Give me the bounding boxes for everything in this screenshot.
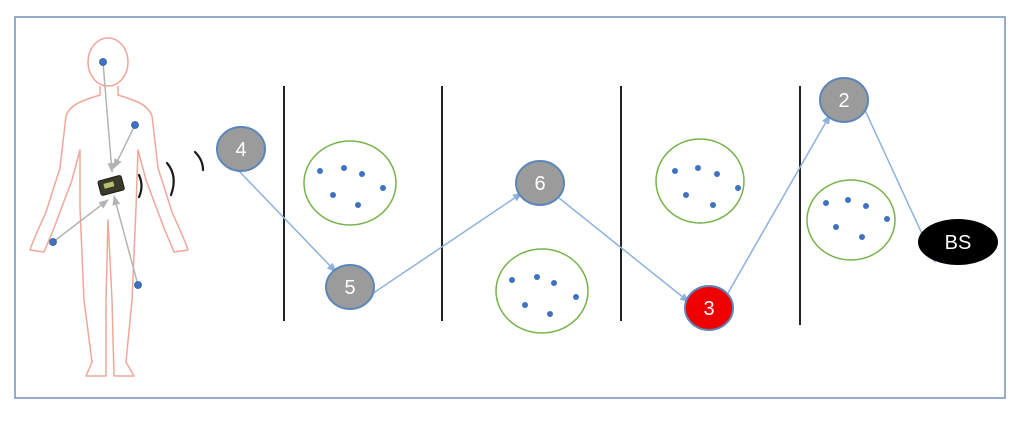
route-node-3-circle [684, 285, 734, 331]
route-node-6-label: 6 [534, 173, 545, 195]
body-link-head [102, 61, 116, 173]
route-node-2-circle [819, 77, 869, 123]
body-sensor-head [99, 58, 107, 66]
body-link-hand [52, 199, 109, 243]
base-station-label: BS [945, 232, 972, 254]
route-node-3: 3 [684, 285, 734, 331]
route-node-4-circle [216, 126, 266, 172]
wireless-signal-icon [137, 150, 205, 199]
routing-path [237, 107, 936, 303]
diagram-frame [14, 16, 1006, 399]
body-sensor-shoulder [131, 121, 139, 129]
route-node-3-label: 3 [703, 298, 714, 320]
sensor-cluster-4 [806, 179, 896, 261]
body-sensor-leg [134, 281, 142, 289]
sensor-cluster-2 [495, 248, 589, 334]
body-link-leg [112, 195, 139, 286]
route-node-5-circle [325, 264, 375, 310]
route-arrow-3-2 [727, 114, 831, 294]
wearable-hub-icon [97, 175, 125, 196]
route-node-6-circle [515, 160, 565, 206]
route-node-4: 4 [216, 126, 266, 172]
route-arrow-4-5 [237, 169, 337, 273]
route-node-5-label: 5 [344, 277, 355, 299]
base-station: BS [918, 219, 998, 265]
body-link-shoulder [113, 124, 136, 169]
body-sensor-hand [49, 238, 57, 246]
body-sensors [49, 58, 142, 289]
route-arrow-6-3 [558, 197, 690, 303]
route-node-5: 5 [325, 264, 375, 310]
sensor-cluster-1 [303, 140, 397, 226]
route-node-4-label: 4 [235, 139, 246, 161]
body-sensor-links [52, 61, 139, 286]
human-body-icon [29, 37, 189, 377]
route-node-6: 6 [515, 160, 565, 206]
sensor-cluster-3 [655, 138, 745, 224]
route-arrow-5-6 [365, 192, 523, 299]
partition-lines [283, 86, 801, 325]
base-station-ellipse [918, 219, 998, 265]
route-node-2-label: 2 [838, 90, 849, 112]
route-node-2: 2 [819, 77, 869, 123]
